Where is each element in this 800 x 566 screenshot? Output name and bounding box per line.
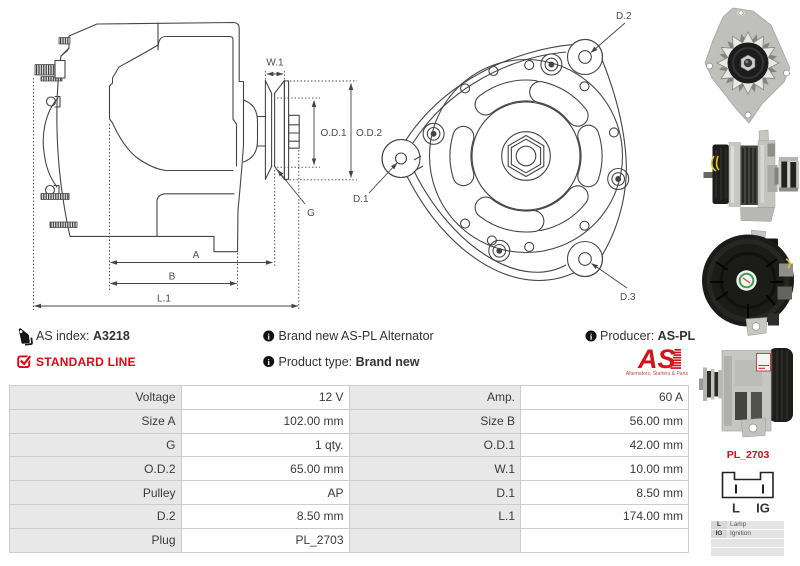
svg-text:D.3: D.3 (620, 292, 636, 303)
svg-text:D.2: D.2 (616, 11, 632, 22)
svg-text:L.1: L.1 (157, 294, 171, 305)
svg-text:Alternators, Starters & Parts: Alternators, Starters & Parts (626, 371, 689, 377)
svg-text:A: A (193, 250, 200, 261)
svg-text:AS: AS (637, 344, 676, 374)
svg-text:D.1: D.1 (353, 194, 369, 205)
svg-text:B: B (169, 272, 176, 283)
svg-text:IG: IG (756, 501, 770, 516)
svg-text:i: i (590, 331, 593, 341)
svg-text:L: L (732, 501, 740, 516)
svg-text:PL_2703: PL_2703 (727, 449, 770, 461)
svg-text:O.D.1: O.D.1 (321, 128, 348, 139)
svg-text:G: G (307, 208, 315, 219)
svg-text:W.1: W.1 (266, 58, 284, 69)
svg-text:i: i (268, 357, 271, 367)
svg-text:O.D.2: O.D.2 (356, 128, 383, 139)
svg-text:i: i (268, 331, 271, 341)
